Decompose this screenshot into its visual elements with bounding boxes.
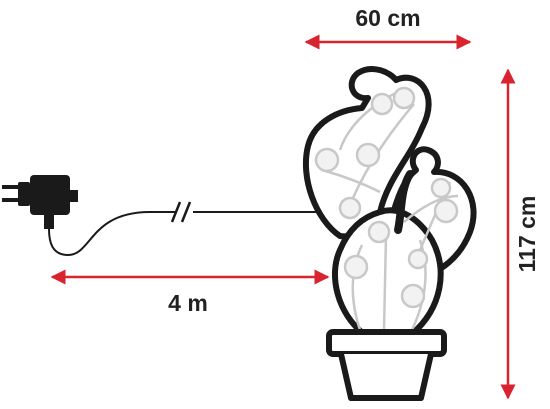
cactus-pot [326, 329, 447, 401]
width-dimension: 60 cm [304, 5, 472, 50]
height-label: 117 cm [514, 196, 540, 273]
cable-label: 4 m [168, 290, 208, 316]
cactus-light-icon [302, 66, 477, 401]
cable-dimension: 4 m [50, 269, 330, 316]
power-cable [48, 201, 332, 257]
cable-break-icon [170, 201, 192, 223]
light-bulbs [314, 86, 459, 309]
power-adapter-icon [2, 175, 78, 229]
light-wires [321, 88, 459, 331]
height-dimension: 117 cm [500, 68, 540, 400]
width-label: 60 cm [355, 5, 420, 31]
